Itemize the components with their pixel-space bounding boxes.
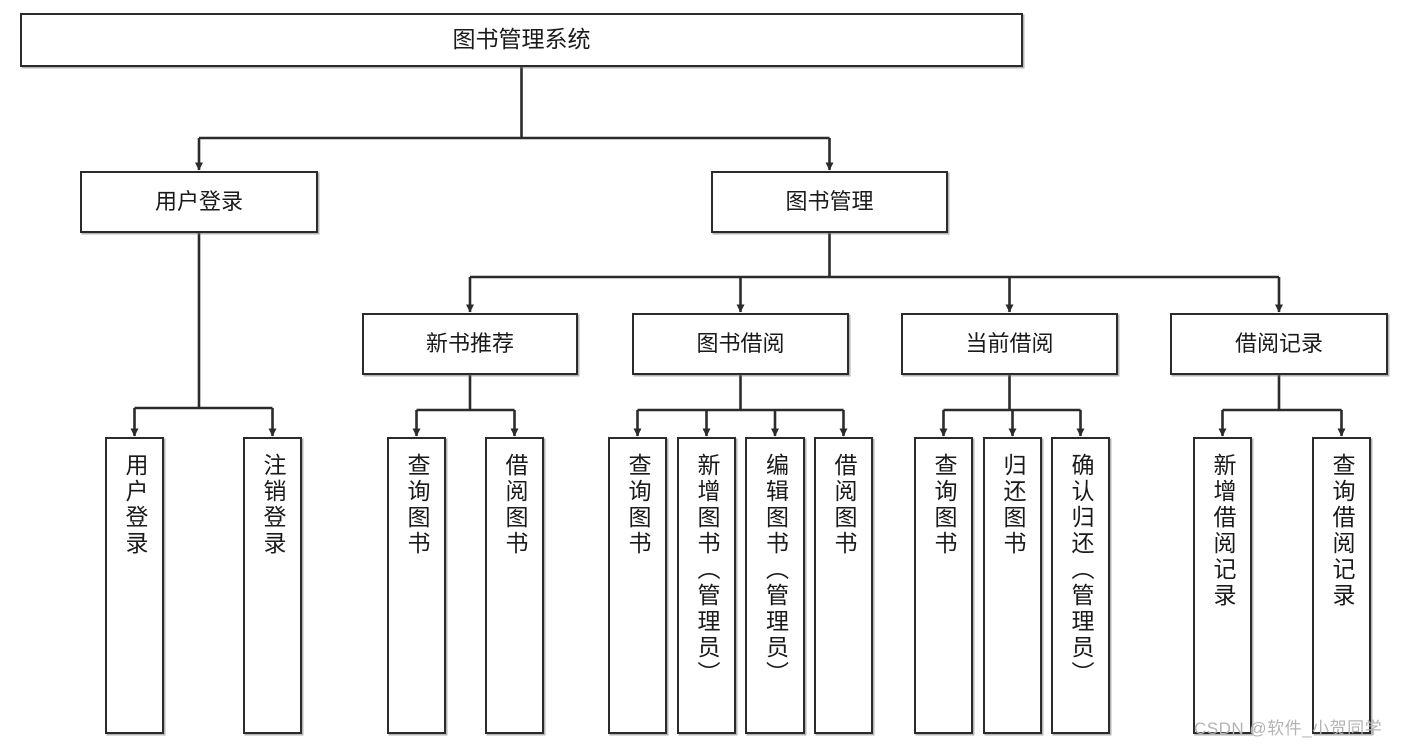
node-current-borrow-label: 当前借阅 (965, 330, 1054, 356)
node-leaf-query-book-1-label: 查询图书 (404, 453, 430, 557)
node-leaf-add-record[interactable]: 新增借阅记录 (1193, 437, 1252, 734)
node-leaf-borrow-book-1[interactable]: 借阅图书 (485, 437, 544, 734)
node-leaf-query-record-label: 查询借阅记录 (1329, 453, 1355, 609)
node-new-book-recommend-label: 新书推荐 (425, 330, 514, 356)
node-leaf-user-login[interactable]: 用户登录 (105, 437, 164, 734)
node-borrow-record[interactable]: 借阅记录 (1170, 313, 1388, 375)
node-leaf-logout-label: 注销登录 (260, 453, 286, 557)
node-user-login[interactable]: 用户登录 (80, 171, 318, 233)
node-book-borrow[interactable]: 图书借阅 (632, 313, 849, 375)
node-borrow-record-label: 借阅记录 (1234, 330, 1323, 356)
node-book-manage-label: 图书管理 (785, 188, 874, 214)
node-leaf-logout[interactable]: 注销登录 (243, 437, 302, 734)
node-leaf-confirm-return-label: 确认归还（管理员） (1068, 453, 1094, 687)
node-leaf-borrow-book-2-label: 借阅图书 (831, 453, 857, 557)
node-leaf-query-book-3[interactable]: 查询图书 (914, 437, 973, 734)
node-leaf-confirm-return[interactable]: 确认归还（管理员） (1051, 437, 1110, 734)
node-leaf-query-book-2-label: 查询图书 (625, 453, 651, 557)
node-leaf-add-book[interactable]: 新增图书（管理员） (677, 437, 736, 734)
node-root[interactable]: 图书管理系统 (20, 13, 1023, 67)
node-leaf-edit-book-label: 编辑图书（管理员） (762, 453, 789, 687)
node-leaf-query-book-3-label: 查询图书 (931, 453, 957, 557)
node-leaf-user-login-label: 用户登录 (122, 453, 148, 557)
node-book-manage[interactable]: 图书管理 (711, 171, 948, 233)
node-current-borrow[interactable]: 当前借阅 (901, 313, 1118, 375)
watermark-text: CSDN @软件_小贺同学 (1194, 719, 1383, 738)
connector-group (130, 67, 1346, 437)
node-leaf-query-record[interactable]: 查询借阅记录 (1312, 437, 1371, 734)
node-leaf-return-book-label: 归还图书 (1000, 453, 1026, 557)
node-leaf-borrow-book-1-label: 借阅图书 (502, 453, 528, 557)
node-root-label: 图书管理系统 (452, 26, 591, 53)
node-leaf-query-book-1[interactable]: 查询图书 (387, 437, 446, 734)
node-new-book-recommend[interactable]: 新书推荐 (362, 313, 578, 375)
node-leaf-return-book[interactable]: 归还图书 (983, 437, 1042, 734)
node-leaf-add-record-label: 新增借阅记录 (1210, 453, 1236, 609)
node-user-login-label: 用户登录 (154, 188, 243, 214)
node-leaf-query-book-2[interactable]: 查询图书 (608, 437, 667, 734)
node-leaf-edit-book[interactable]: 编辑图书（管理员） (745, 437, 805, 734)
node-leaf-borrow-book-2[interactable]: 借阅图书 (814, 437, 873, 734)
node-book-borrow-label: 图书借阅 (696, 330, 785, 356)
node-leaf-add-book-label: 新增图书（管理员） (694, 453, 720, 687)
